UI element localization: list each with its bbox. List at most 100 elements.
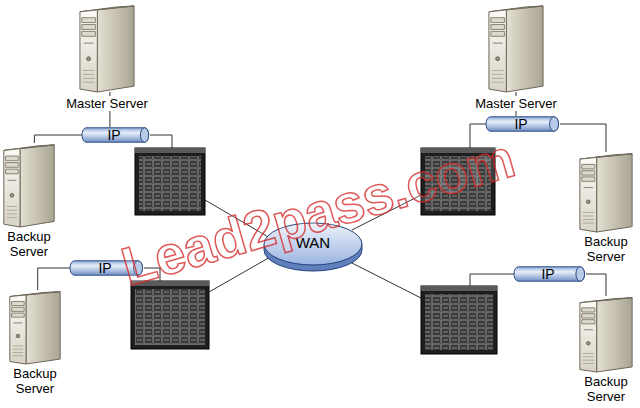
drive-bay	[582, 177, 595, 181]
disk-slot	[493, 43, 503, 44]
pipe-cap	[140, 128, 148, 142]
vent-line	[13, 352, 24, 353]
wan-link	[350, 262, 421, 298]
server-tower: Backup Server	[578, 152, 634, 232]
drive-bay	[6, 163, 19, 168]
array-top	[135, 148, 205, 153]
vent-line	[7, 217, 18, 218]
connector-line	[38, 268, 70, 290]
server-tower-outline	[578, 152, 634, 232]
tower-side	[20, 145, 54, 227]
server-tower: Backup Server	[8, 290, 62, 364]
array-body	[421, 286, 497, 354]
disk-slot	[7, 180, 16, 181]
array-drives	[135, 289, 205, 345]
server-label: Backup Server	[579, 234, 633, 264]
server-tower-outline	[78, 4, 136, 92]
vent-line	[583, 356, 594, 357]
vent-line	[83, 70, 95, 71]
array-top	[421, 286, 497, 291]
tower-side	[506, 6, 543, 92]
tower-front	[80, 10, 97, 92]
power-button	[586, 200, 590, 204]
server-label: Backup Server	[579, 374, 633, 404]
disk-slot	[13, 322, 22, 323]
vent-line	[492, 74, 504, 75]
server-tower-outline	[2, 143, 56, 227]
vent-line	[7, 206, 18, 207]
drive-bay	[582, 308, 595, 312]
array-body	[135, 148, 205, 215]
server-tower-outline	[8, 290, 62, 364]
tower-front	[580, 157, 597, 232]
vent-line	[583, 216, 594, 217]
server-label: Master Server	[65, 96, 149, 111]
array-drives	[425, 294, 493, 350]
server-label: Master Server	[474, 96, 558, 111]
drive-bay	[82, 31, 96, 36]
connector-line	[560, 124, 606, 152]
tunnel-link	[470, 274, 514, 286]
disk-slot	[584, 187, 593, 188]
vent-line	[13, 345, 24, 346]
connector-line	[34, 135, 82, 143]
server-label: Backup Server	[8, 366, 62, 396]
connector-line	[586, 274, 606, 296]
drive-bay	[82, 18, 96, 23]
vent-line	[583, 223, 594, 224]
vent-line	[492, 82, 504, 83]
tower-front	[4, 149, 20, 227]
pipe-cap	[576, 267, 585, 281]
tower-front	[10, 295, 26, 364]
power-button	[10, 193, 14, 197]
drive-bay	[491, 18, 505, 23]
power-button	[586, 342, 590, 345]
vent-line	[583, 360, 594, 361]
drive-bay	[582, 164, 595, 168]
drive-bay	[491, 25, 505, 30]
storage-array	[421, 286, 497, 354]
tower-side	[97, 6, 134, 92]
vent-line	[583, 353, 594, 354]
drive-bay	[582, 171, 595, 175]
server-tower-outline	[487, 4, 545, 92]
tower-side	[597, 154, 632, 232]
vent-line	[83, 82, 95, 83]
tower-side	[597, 298, 632, 372]
ip-tunnel: IP	[514, 266, 586, 282]
drive-bay	[12, 302, 25, 306]
drive-bay	[6, 169, 19, 174]
vent-line	[13, 355, 24, 356]
drive-bay	[6, 156, 19, 161]
disk-slot	[584, 329, 593, 330]
vent-line	[583, 219, 594, 220]
drive-bay	[582, 320, 595, 324]
server-tower: Master Server	[78, 4, 136, 92]
vent-line	[13, 349, 24, 350]
power-button	[16, 334, 20, 337]
array-drives	[139, 156, 201, 211]
server-tower-outline	[578, 296, 634, 372]
server-tower: Master Server	[487, 4, 545, 92]
server-tower: Backup Server	[578, 296, 634, 372]
drive-bay	[12, 307, 25, 311]
vent-line	[492, 70, 504, 71]
vent-line	[492, 78, 504, 79]
storage-array	[135, 148, 205, 215]
vent-line	[83, 78, 95, 79]
drive-bay	[12, 313, 25, 317]
vent-line	[7, 213, 18, 214]
tunnel-label: IP	[514, 266, 586, 282]
server-tower: Backup Server	[2, 143, 56, 227]
tunnel-link	[150, 135, 172, 148]
drive-bay	[491, 31, 505, 36]
ip-tunnel: IP	[82, 127, 150, 143]
server-label: Backup Server	[2, 229, 56, 259]
tower-side	[26, 292, 60, 364]
pipe-cap	[550, 117, 559, 131]
power-button	[87, 57, 91, 61]
drive-bay	[82, 25, 96, 30]
vent-line	[83, 74, 95, 75]
tower-front	[580, 301, 597, 372]
